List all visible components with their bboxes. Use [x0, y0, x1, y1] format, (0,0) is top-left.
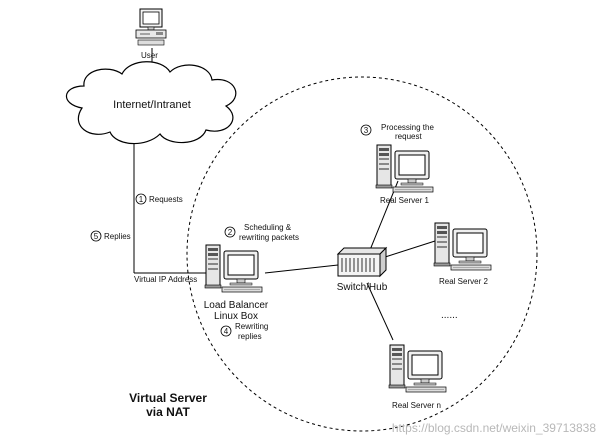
step-2-number: 2 — [228, 228, 233, 237]
switch-label: Switch/Hub — [337, 282, 388, 293]
step-4: 4 Rewriting replies — [220, 322, 268, 341]
step-1: 1 Requests — [135, 193, 183, 205]
user-workstation — [135, 8, 167, 46]
real-server-n — [388, 344, 447, 393]
step-2-text-line1: Scheduling & — [244, 223, 292, 232]
step-3-number: 3 — [364, 126, 369, 135]
virtual-server-boundary — [186, 76, 538, 432]
step-5-text: Replies — [104, 232, 131, 241]
diagram-title-line1: Virtual Server — [129, 391, 207, 405]
step-4-text-line2: replies — [238, 332, 262, 341]
diagram-title-line2: via NAT — [146, 405, 190, 419]
rsn-label: Real Server n — [392, 401, 441, 410]
internet-cloud: Internet/Intranet — [65, 61, 237, 145]
lb-label-line2: Linux Box — [214, 311, 258, 322]
more-servers-ellipsis: ...... — [441, 310, 458, 321]
load-balancer-computer — [204, 244, 263, 293]
real-server-2 — [433, 222, 492, 271]
step-2: 2 Scheduling & rewriting packets — [224, 223, 299, 242]
switch-hub — [336, 246, 388, 278]
cloud-label: Internet/Intranet — [113, 99, 191, 111]
step-1-number: 1 — [139, 195, 144, 204]
switch-to-rs2-link — [381, 240, 436, 259]
user-label: User — [141, 51, 158, 60]
switch-to-rsn-link — [366, 282, 394, 341]
lb-label-line1: Load Balancer — [204, 300, 269, 311]
step-3: 3 Processing the request — [360, 123, 434, 141]
rs1-label: Real Server 1 — [380, 196, 429, 205]
step-4-number: 4 — [224, 327, 229, 336]
step-1-text: Requests — [149, 195, 183, 204]
vip-label: Virtual IP Address — [134, 275, 197, 284]
step-4-text-line1: Rewriting — [235, 322, 268, 331]
watermark: https://blog.csdn.net/weixin_39713838 — [392, 421, 596, 435]
rs2-label: Real Server 2 — [439, 277, 488, 286]
step-2-text-line2: rewriting packets — [239, 233, 299, 242]
step-3-text-line2: request — [395, 132, 422, 141]
real-server-1 — [375, 144, 434, 193]
switch-to-rs1-link — [369, 180, 399, 251]
lb-to-switch-link — [264, 264, 339, 274]
step-5: 5 Replies — [90, 230, 131, 242]
step-3-text-line1: Processing the — [381, 123, 434, 132]
step-5-number: 5 — [94, 232, 99, 241]
